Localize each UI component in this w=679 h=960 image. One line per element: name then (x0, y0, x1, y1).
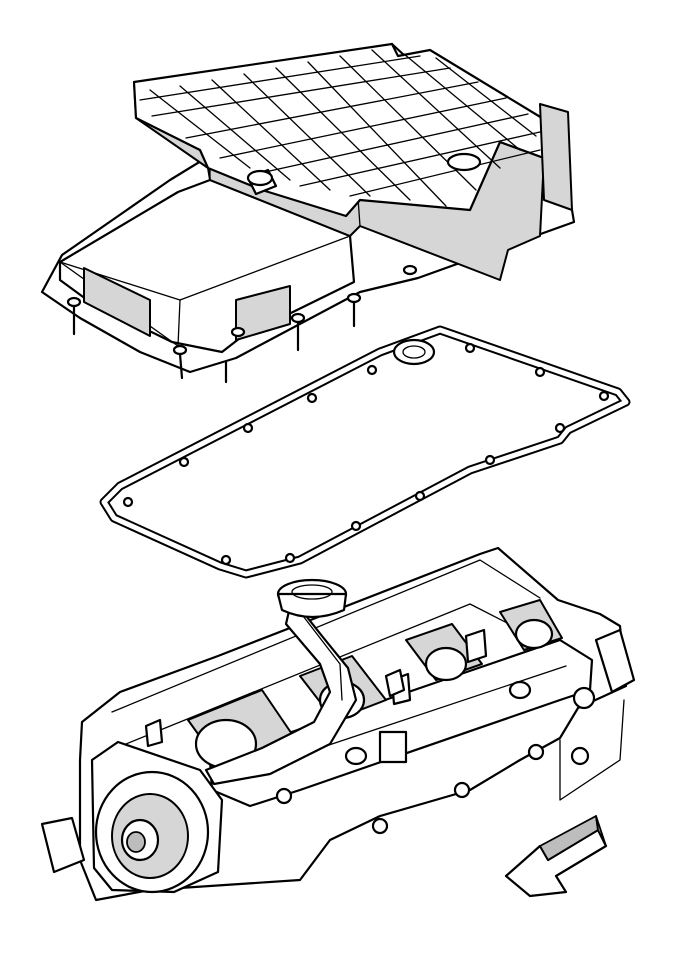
front-arrow-icon (504, 815, 608, 898)
oil-pickup-tube (204, 578, 406, 786)
oil-pan-gasket (99, 325, 631, 579)
pan-bolts (66, 264, 418, 384)
gasket-bolt-holes (122, 342, 610, 566)
oil-pan (40, 42, 576, 384)
